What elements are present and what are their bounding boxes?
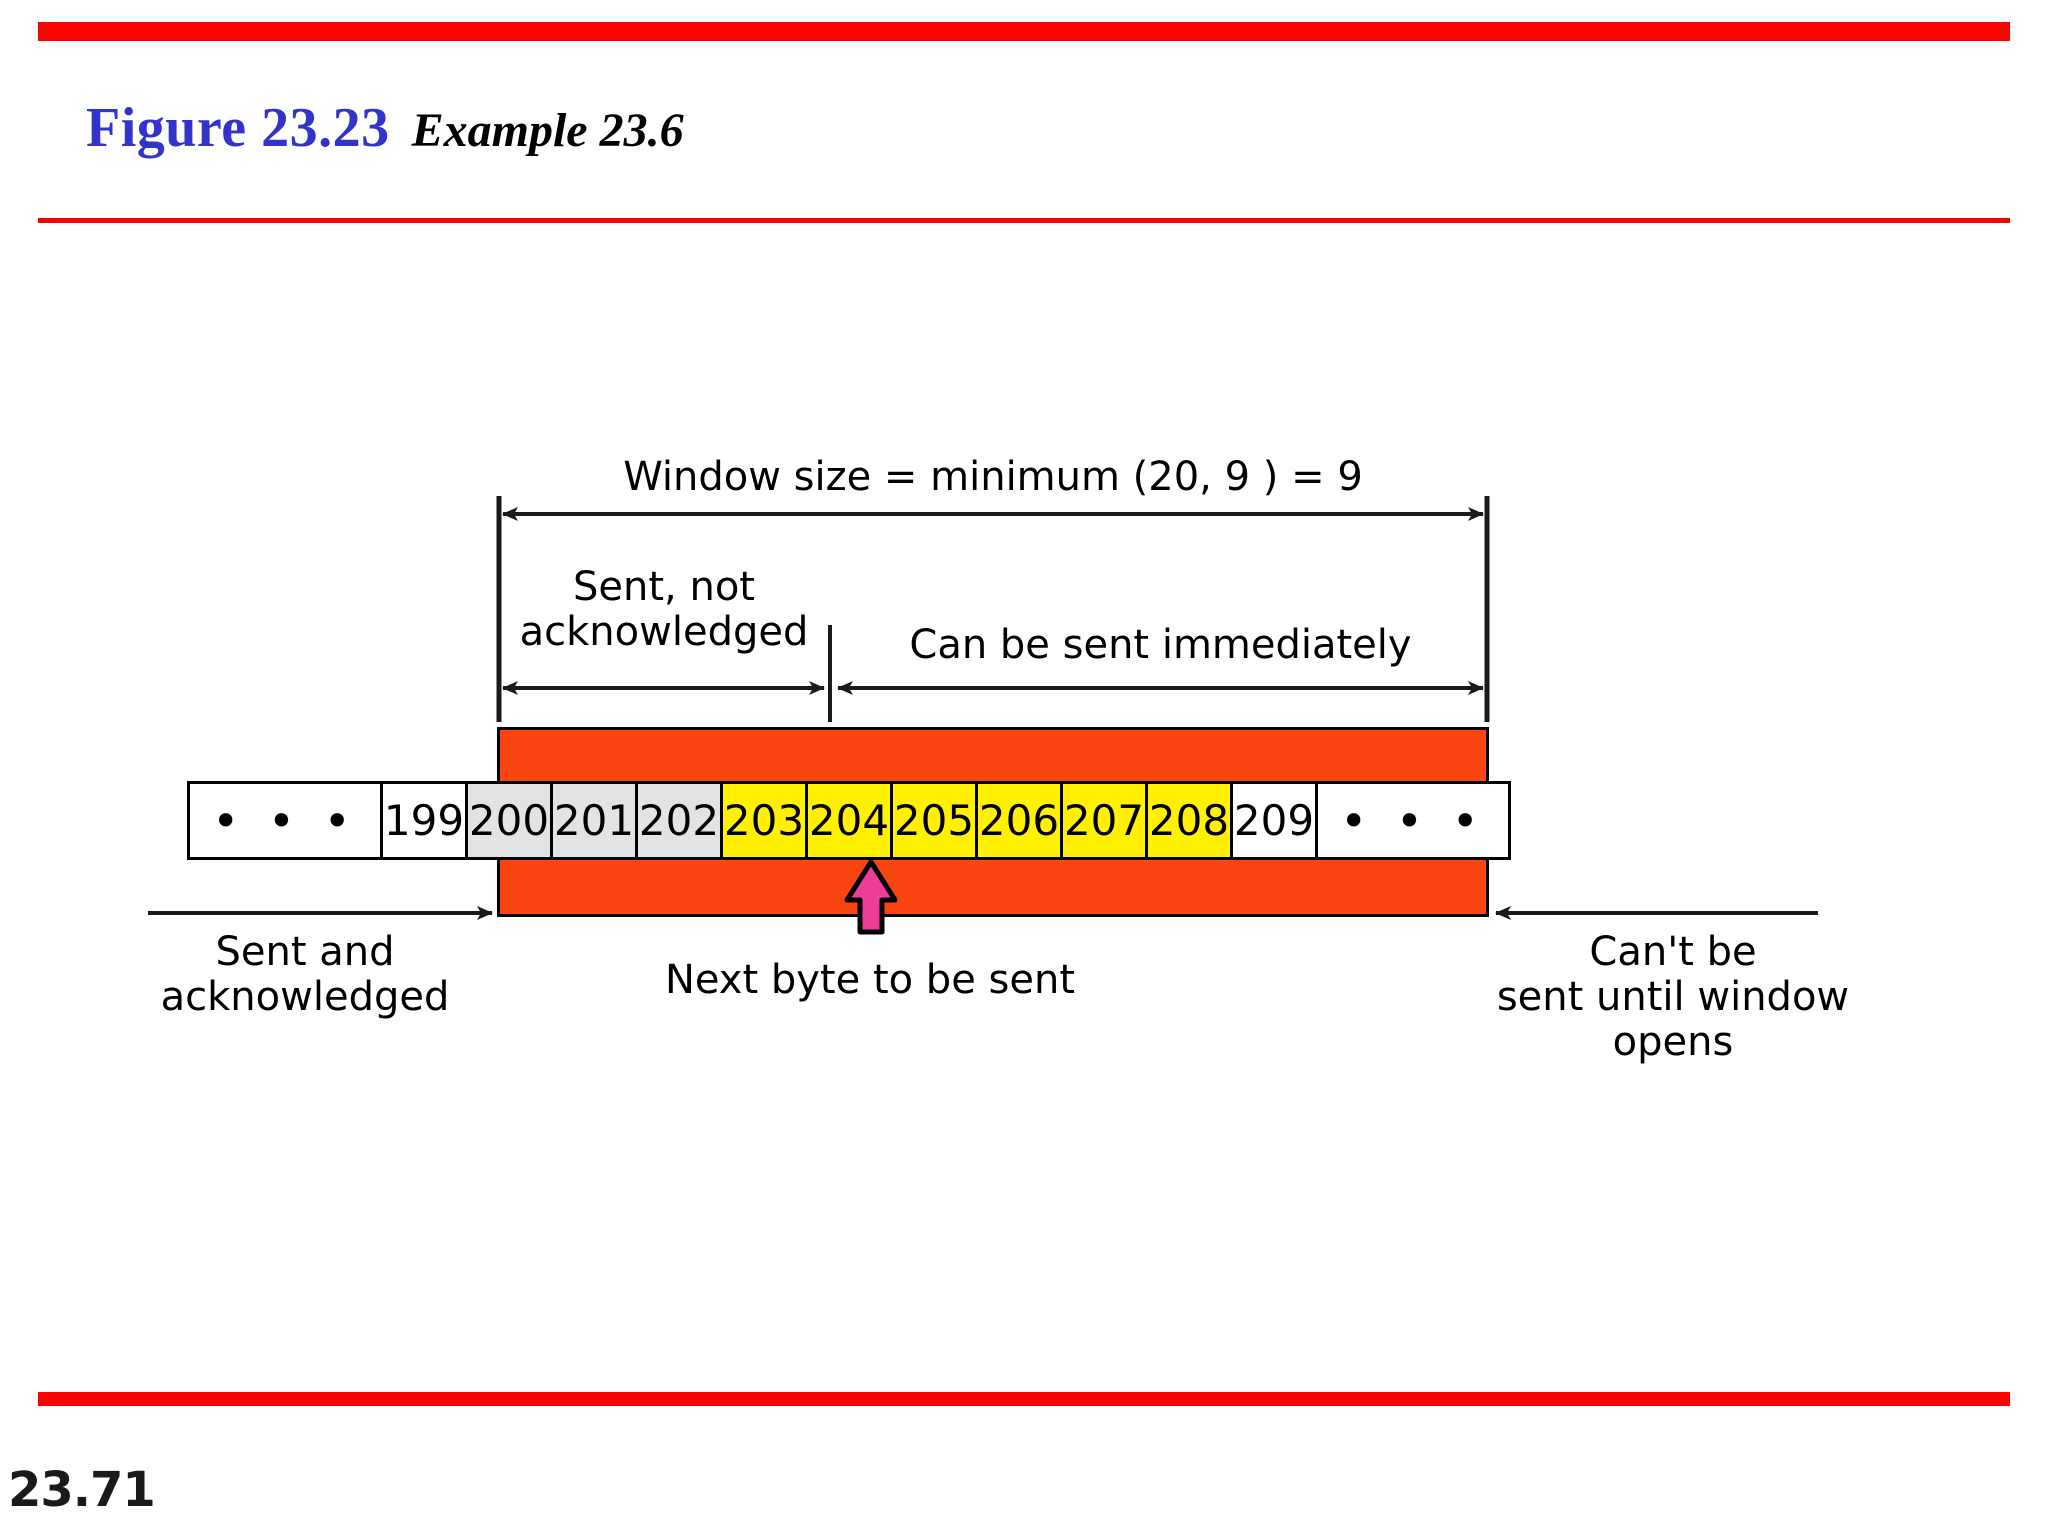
byte-cell-right-ellipsis: • • •	[1315, 781, 1511, 860]
cant-be-sent-label: Can't be sent until window opens	[1438, 930, 1908, 1064]
byte-cell-202: 202	[635, 781, 723, 860]
byte-strip: • • • 199 200 201 202 203 204 205 206 20…	[187, 781, 1511, 860]
window-size-label: Window size = minimum (20, 9 ) = 9	[623, 454, 1363, 500]
byte-cell-204: 204	[805, 781, 893, 860]
figure-caption: Example 23.6	[411, 104, 684, 157]
sent-and-acknowledged-label: Sent and acknowledged	[110, 930, 500, 1020]
cant-be-sent-label-line1: Can't be	[1589, 929, 1757, 975]
byte-cell-209: 209	[1230, 781, 1318, 860]
byte-cell-left-ellipsis: • • •	[187, 781, 383, 860]
can-be-sent-immediately-label: Can be sent immediately	[909, 622, 1412, 668]
figure-label: Figure 23.23	[86, 97, 390, 159]
byte-cell-208: 208	[1145, 781, 1233, 860]
cant-be-sent-label-line2: sent until window	[1496, 973, 1850, 1020]
byte-cell-199: 199	[380, 781, 468, 860]
sent-and-acknowledged-label-line2: acknowledged	[160, 973, 450, 1020]
next-byte-to-be-sent-label: Next byte to be sent	[664, 957, 1076, 1003]
sent-not-acknowledged-label-line2: acknowledged	[519, 608, 809, 655]
sent-and-acknowledged-label-line1: Sent and	[215, 929, 395, 975]
byte-cell-201: 201	[550, 781, 638, 860]
page-number: 23.71	[8, 1462, 156, 1518]
byte-cell-203: 203	[720, 781, 808, 860]
byte-cell-207: 207	[1060, 781, 1148, 860]
byte-cell-200: 200	[465, 781, 553, 860]
cant-be-sent-label-line3: opens	[1612, 1018, 1734, 1065]
sent-not-acknowledged-label-line1: Sent, not	[573, 564, 755, 610]
bottom-red-rule	[38, 1392, 2010, 1406]
page-title: Figure 23.23 Example 23.6	[86, 96, 684, 160]
title-underline-rule	[38, 218, 2010, 223]
byte-cell-205: 205	[890, 781, 978, 860]
sent-not-acknowledged-label: Sent, not acknowledged	[499, 565, 829, 655]
byte-cell-206: 206	[975, 781, 1063, 860]
top-red-rule	[38, 22, 2010, 41]
